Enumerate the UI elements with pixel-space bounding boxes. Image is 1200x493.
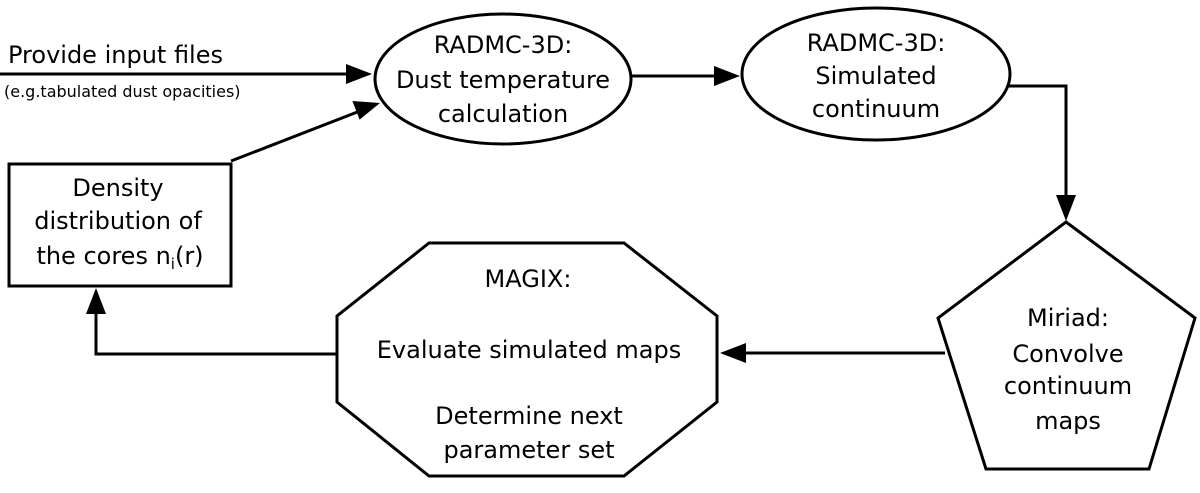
node-simulated-continuum-line-3: continuum: [812, 95, 940, 123]
node-simulated-continuum-line-2: Simulated: [815, 62, 936, 90]
arrow-temperature-to-continuum: [631, 66, 740, 86]
node-miriad-line-2: Convolve: [1012, 340, 1123, 368]
node-density-line-3-subscript: i: [171, 255, 175, 273]
node-miriad-line-3: continuum: [1004, 372, 1132, 400]
arrow-continuum-to-miriad: [1008, 84, 1076, 221]
node-density-distribution: Density distribution of the cores ni(r): [7, 162, 233, 288]
arrow-magix-to-density: [86, 288, 337, 356]
node-magix-line-2: Determine next: [435, 402, 623, 430]
node-simulated-continuum: RADMC-3D: Simulated continuum: [740, 6, 1012, 142]
input-line-2: (e.g.tabulated dust opacities): [4, 82, 241, 101]
node-magix-line-1: Evaluate simulated maps: [377, 336, 681, 364]
node-density-line-1: Density: [72, 174, 163, 202]
node-density-line-3-suffix: (r): [175, 242, 204, 270]
node-dust-temperature-line-2: Dust temperature: [396, 66, 610, 94]
node-simulated-continuum-line-1: RADMC-3D:: [807, 29, 946, 57]
node-dust-temperature-line-3: calculation: [438, 100, 568, 128]
node-density-line-3-prefix: the cores n: [36, 242, 170, 270]
node-miriad-line-4: maps: [1035, 407, 1101, 435]
input-line-1: Provide input files: [8, 41, 223, 69]
arrow-density-to-temperature: [230, 101, 380, 163]
node-dust-temperature-line-1: RADMC-3D:: [434, 31, 573, 59]
node-magix-line-3: parameter set: [443, 436, 614, 464]
arrow-input-to-temperature: [0, 64, 372, 84]
arrow-miriad-to-magix: [720, 343, 945, 363]
node-magix-title: MAGIX:: [485, 265, 572, 293]
node-dust-temperature: RADMC-3D: Dust temperature calculation: [373, 12, 633, 146]
input-label: Provide input files (e.g.tabulated dust …: [4, 41, 241, 101]
node-miriad: Miriad: Convolve continuum maps: [936, 220, 1197, 471]
node-magix: MAGIX: Evaluate simulated maps Determine…: [335, 241, 719, 478]
node-density-line-3: the cores ni(r): [36, 242, 203, 273]
node-density-line-2: distribution of: [34, 207, 202, 235]
node-miriad-line-1: Miriad:: [1027, 304, 1109, 332]
